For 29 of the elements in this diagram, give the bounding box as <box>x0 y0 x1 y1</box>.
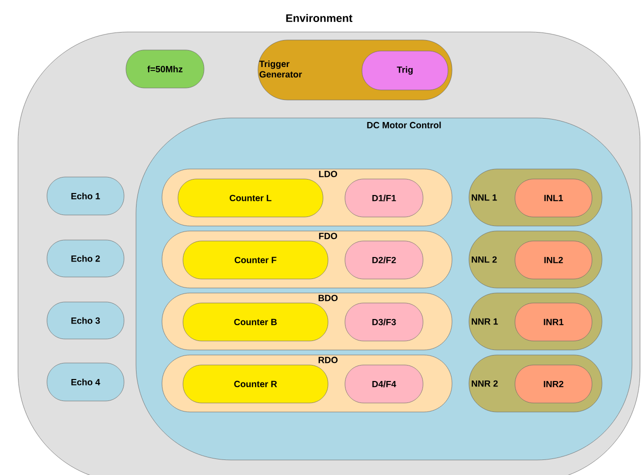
counter-pill: Counter B <box>182 302 328 342</box>
input-pill: INR1 <box>514 302 592 342</box>
node-label: Trigger Generator <box>259 60 302 78</box>
counter-pill: Counter F <box>182 240 328 280</box>
output-pill: D1/F1 <box>344 178 424 218</box>
node-label: BDO <box>318 294 338 302</box>
echo-pill: Echo 3 <box>46 302 124 340</box>
node-label: FDO <box>319 232 338 240</box>
node-label: NNR 1 <box>472 318 498 325</box>
output-pill: D4/F4 <box>344 364 424 404</box>
counter-pill: Counter R <box>182 364 328 404</box>
output-pill: D3/F3 <box>344 302 424 342</box>
echo-pill: Echo 2 <box>46 240 124 278</box>
node-label: Environment <box>286 14 352 22</box>
node-label: LDO <box>319 170 338 178</box>
node-label: NNR 2 <box>472 380 498 387</box>
output-pill: D2/F2 <box>344 240 424 280</box>
input-pill: INL1 <box>514 178 592 218</box>
node-label: DC Motor Control <box>367 122 441 128</box>
counter-pill: Counter L <box>178 178 324 218</box>
echo-pill: Echo 1 <box>46 176 124 216</box>
node-label: NNL 1 <box>472 194 497 201</box>
node-label: RDO <box>318 356 338 364</box>
frequency-pill: f=50Mhz <box>126 50 204 88</box>
input-pill: INR2 <box>514 364 592 404</box>
input-pill: INL2 <box>514 240 592 280</box>
trigger-pill: Trig <box>362 50 448 90</box>
echo-pill: Echo 4 <box>46 362 124 402</box>
node-label: NNL 2 <box>472 256 497 263</box>
